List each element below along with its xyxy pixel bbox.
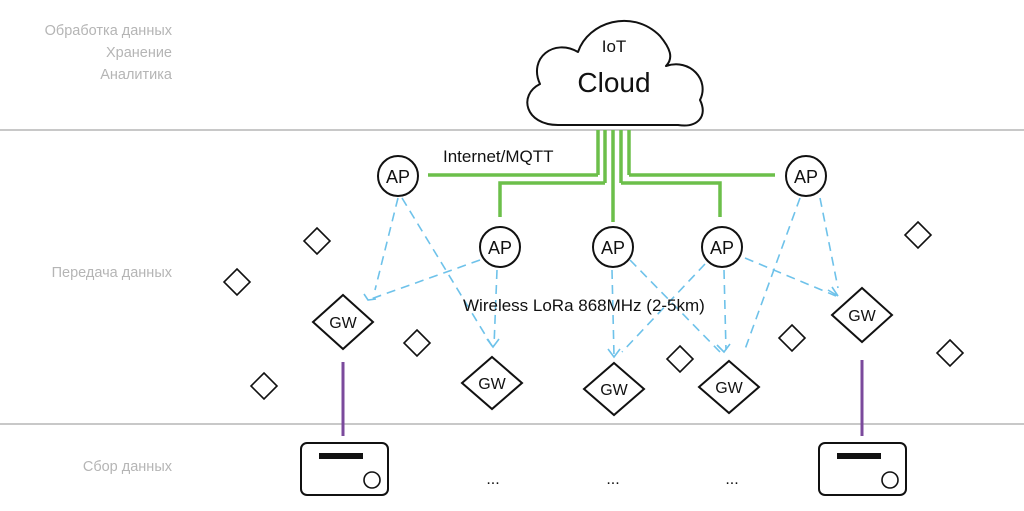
gw-label: GW [600,382,628,399]
internet-link-ap-mid-left [498,181,605,217]
sensor-diamond [903,220,933,250]
sensor-diamond [665,344,695,374]
sensor-diamond [935,338,965,368]
ap-label: AP [601,238,625,258]
ap-label: AP [386,167,410,187]
ellipsis-2: ... [606,471,619,488]
device-knob [881,471,899,489]
wireless-ap4-gw4 [723,269,727,351]
gw-label: GW [329,315,357,332]
gateway-3: GW [582,361,646,417]
iot-cloud: IoT Cloud [526,19,704,127]
internet-link-ap-mid-right [621,181,722,217]
device-display [837,453,881,459]
sensor-nodes [222,220,965,401]
gw-diamond [697,359,761,415]
gateway-left: GW [311,293,375,351]
internet-mqtt-label: Internet/MQTT [443,147,554,166]
layer-label-processing-line-2: Хранение [105,45,172,61]
layer-label-transmission-text: Передача данных [51,265,172,281]
ap-circle [377,155,419,197]
gw-label: GW [478,376,506,393]
gw-label: GW [848,308,876,325]
ap-circle [785,155,827,197]
access-point-mid-center: AP [592,226,634,268]
layer-label-collection-text: Сбор данных [82,459,172,475]
wireless-lora-label: Wireless LoRa 868MHz (2-5km) [463,296,705,315]
ellipsis-1: ... [486,471,499,488]
ap-circle [479,226,521,268]
access-point-top-right: AP [785,155,827,197]
sensor-diamond [222,267,252,297]
ap-label: AP [710,238,734,258]
sensor-diamond [249,371,279,401]
layer-label-processing-line-1: Обработка данных [44,23,172,39]
wireless-links [367,197,839,357]
access-point-top-left: AP [377,155,419,197]
wired-links [341,360,864,436]
wireless-ap5-gw-right [819,197,839,289]
device-display [319,453,363,459]
gw-diamond [311,293,375,351]
ap-label: AP [794,167,818,187]
gateway-right: GW [830,286,894,344]
gateway-2: GW [460,355,524,411]
arrowhead [716,343,731,354]
gw-label: GW [715,380,743,397]
layer-label-processing-line-3: Аналитика [100,67,172,83]
collection-device-right [818,442,907,496]
arrowhead [486,338,500,349]
gateway-4: GW [697,359,761,415]
wireless-ap3-gw4 [629,259,721,353]
wireless-ap4-gw-right [744,257,837,297]
gw-diamond [830,286,894,344]
wireless-ap4-gw3 [621,263,706,353]
arrowhead [827,286,839,297]
cloud-label-cloud: Cloud [577,67,650,98]
ellipsis-3: ... [725,471,738,488]
sensor-diamond [402,328,432,358]
wireless-ap1-gw-left [374,197,399,291]
cloud-shape [526,19,704,127]
sensor-diamond [777,323,807,353]
gw-diamond [582,361,646,417]
cloud-label-iot: IoT [602,37,627,56]
ap-circle [701,226,743,268]
sensor-diamond [302,226,332,256]
layer-label-transmission: Передача данных [52,262,172,284]
ap-label: AP [488,238,512,258]
wireless-ap5-gw4 [743,197,801,353]
ap-circle [592,226,634,268]
wireless-ap2-gw-left [367,259,481,301]
wireless-ap2-gw2 [493,269,498,347]
wireless-arrowheads [363,286,839,359]
collection-device-left [300,442,389,496]
layer-label-processing: Обработка данных Хранение Аналитика [45,20,172,86]
internet-links [428,130,775,222]
arrowhead [607,348,621,359]
device-knob [363,471,381,489]
arrowhead [363,293,377,301]
gw-diamond [460,355,524,411]
layer-label-collection: Сбор данных [83,456,172,478]
access-point-mid-left: AP [479,226,521,268]
access-point-mid-right: AP [701,226,743,268]
